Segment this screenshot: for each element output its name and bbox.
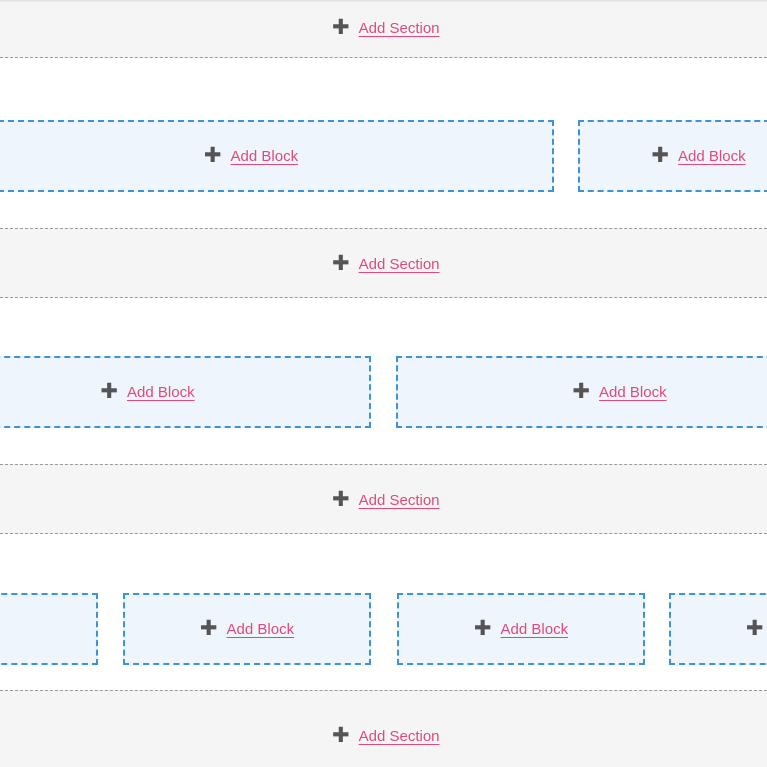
add-section-button[interactable]: ✚ Add Section [332, 488, 440, 511]
add-block-content: ✚ Add Block [199, 616, 295, 640]
plus-icon: ✚ [199, 616, 218, 640]
add-block-label: Add Block [678, 147, 746, 165]
add-section-strip [0, 690, 767, 767]
plus-icon: ✚ [572, 379, 591, 403]
add-section-strip [0, 2, 767, 58]
add-block-label: Add Block [500, 620, 569, 638]
add-block-content: ✚ Add Block [572, 379, 667, 403]
add-section-strip [0, 464, 767, 534]
add-block-label: Add Block [599, 383, 667, 401]
add-section-label: Add Section [358, 492, 440, 509]
plus-icon: ✚ [100, 379, 119, 403]
add-section-label: Add Section [358, 256, 440, 273]
add-section-label: Add Section [358, 728, 440, 745]
plus-icon: ✚ [332, 488, 350, 511]
section-divider-top [0, 464, 767, 465]
add-block-label: Add Block [127, 383, 195, 401]
add-block-button[interactable]: ✚ Add Block [123, 593, 371, 665]
add-block-button[interactable]: ✚ Add Block [396, 356, 767, 428]
section-divider-bottom [0, 57, 767, 58]
section-divider-top [0, 690, 767, 691]
add-block-button[interactable]: ✚Add Block [0, 593, 98, 665]
canvas-top-divider [0, 0, 767, 2]
block-row [0, 534, 767, 690]
add-block-button[interactable]: ✚ Add Block [0, 356, 371, 428]
section-divider-bottom [0, 533, 767, 534]
add-section-label: Add Section [358, 20, 440, 37]
add-block-content: ✚Add Block [745, 616, 767, 640]
add-block-content: ✚ Add Block [473, 616, 569, 640]
plus-icon: ✚ [332, 16, 350, 39]
add-section-button[interactable]: ✚ Add Section [332, 16, 440, 39]
add-block-button[interactable]: ✚ Add Block [578, 120, 767, 192]
add-block-button[interactable]: ✚Add Block [669, 593, 767, 665]
plus-icon: ✚ [203, 143, 222, 167]
add-block-label: Add Block [226, 620, 295, 638]
add-section-strip [0, 228, 767, 298]
add-section-button[interactable]: ✚ Add Section [332, 252, 440, 275]
plus-icon: ✚ [651, 143, 670, 167]
add-block-content: ✚ Add Block [203, 143, 299, 167]
plus-icon: ✚ [473, 616, 492, 640]
section-divider-bottom [0, 297, 767, 298]
add-section-button[interactable]: ✚ Add Section [332, 724, 440, 747]
plus-icon: ✚ [332, 252, 350, 275]
add-block-label: Add Block [230, 147, 299, 165]
plus-icon: ✚ [745, 616, 764, 640]
plus-icon: ✚ [332, 724, 350, 747]
add-block-button[interactable]: ✚ Add Block [397, 593, 645, 665]
add-block-content: ✚ Add Block [100, 379, 195, 403]
add-block-content: ✚ Add Block [651, 143, 746, 167]
add-block-button[interactable]: ✚ Add Block [0, 120, 554, 192]
section-divider-top [0, 228, 767, 229]
